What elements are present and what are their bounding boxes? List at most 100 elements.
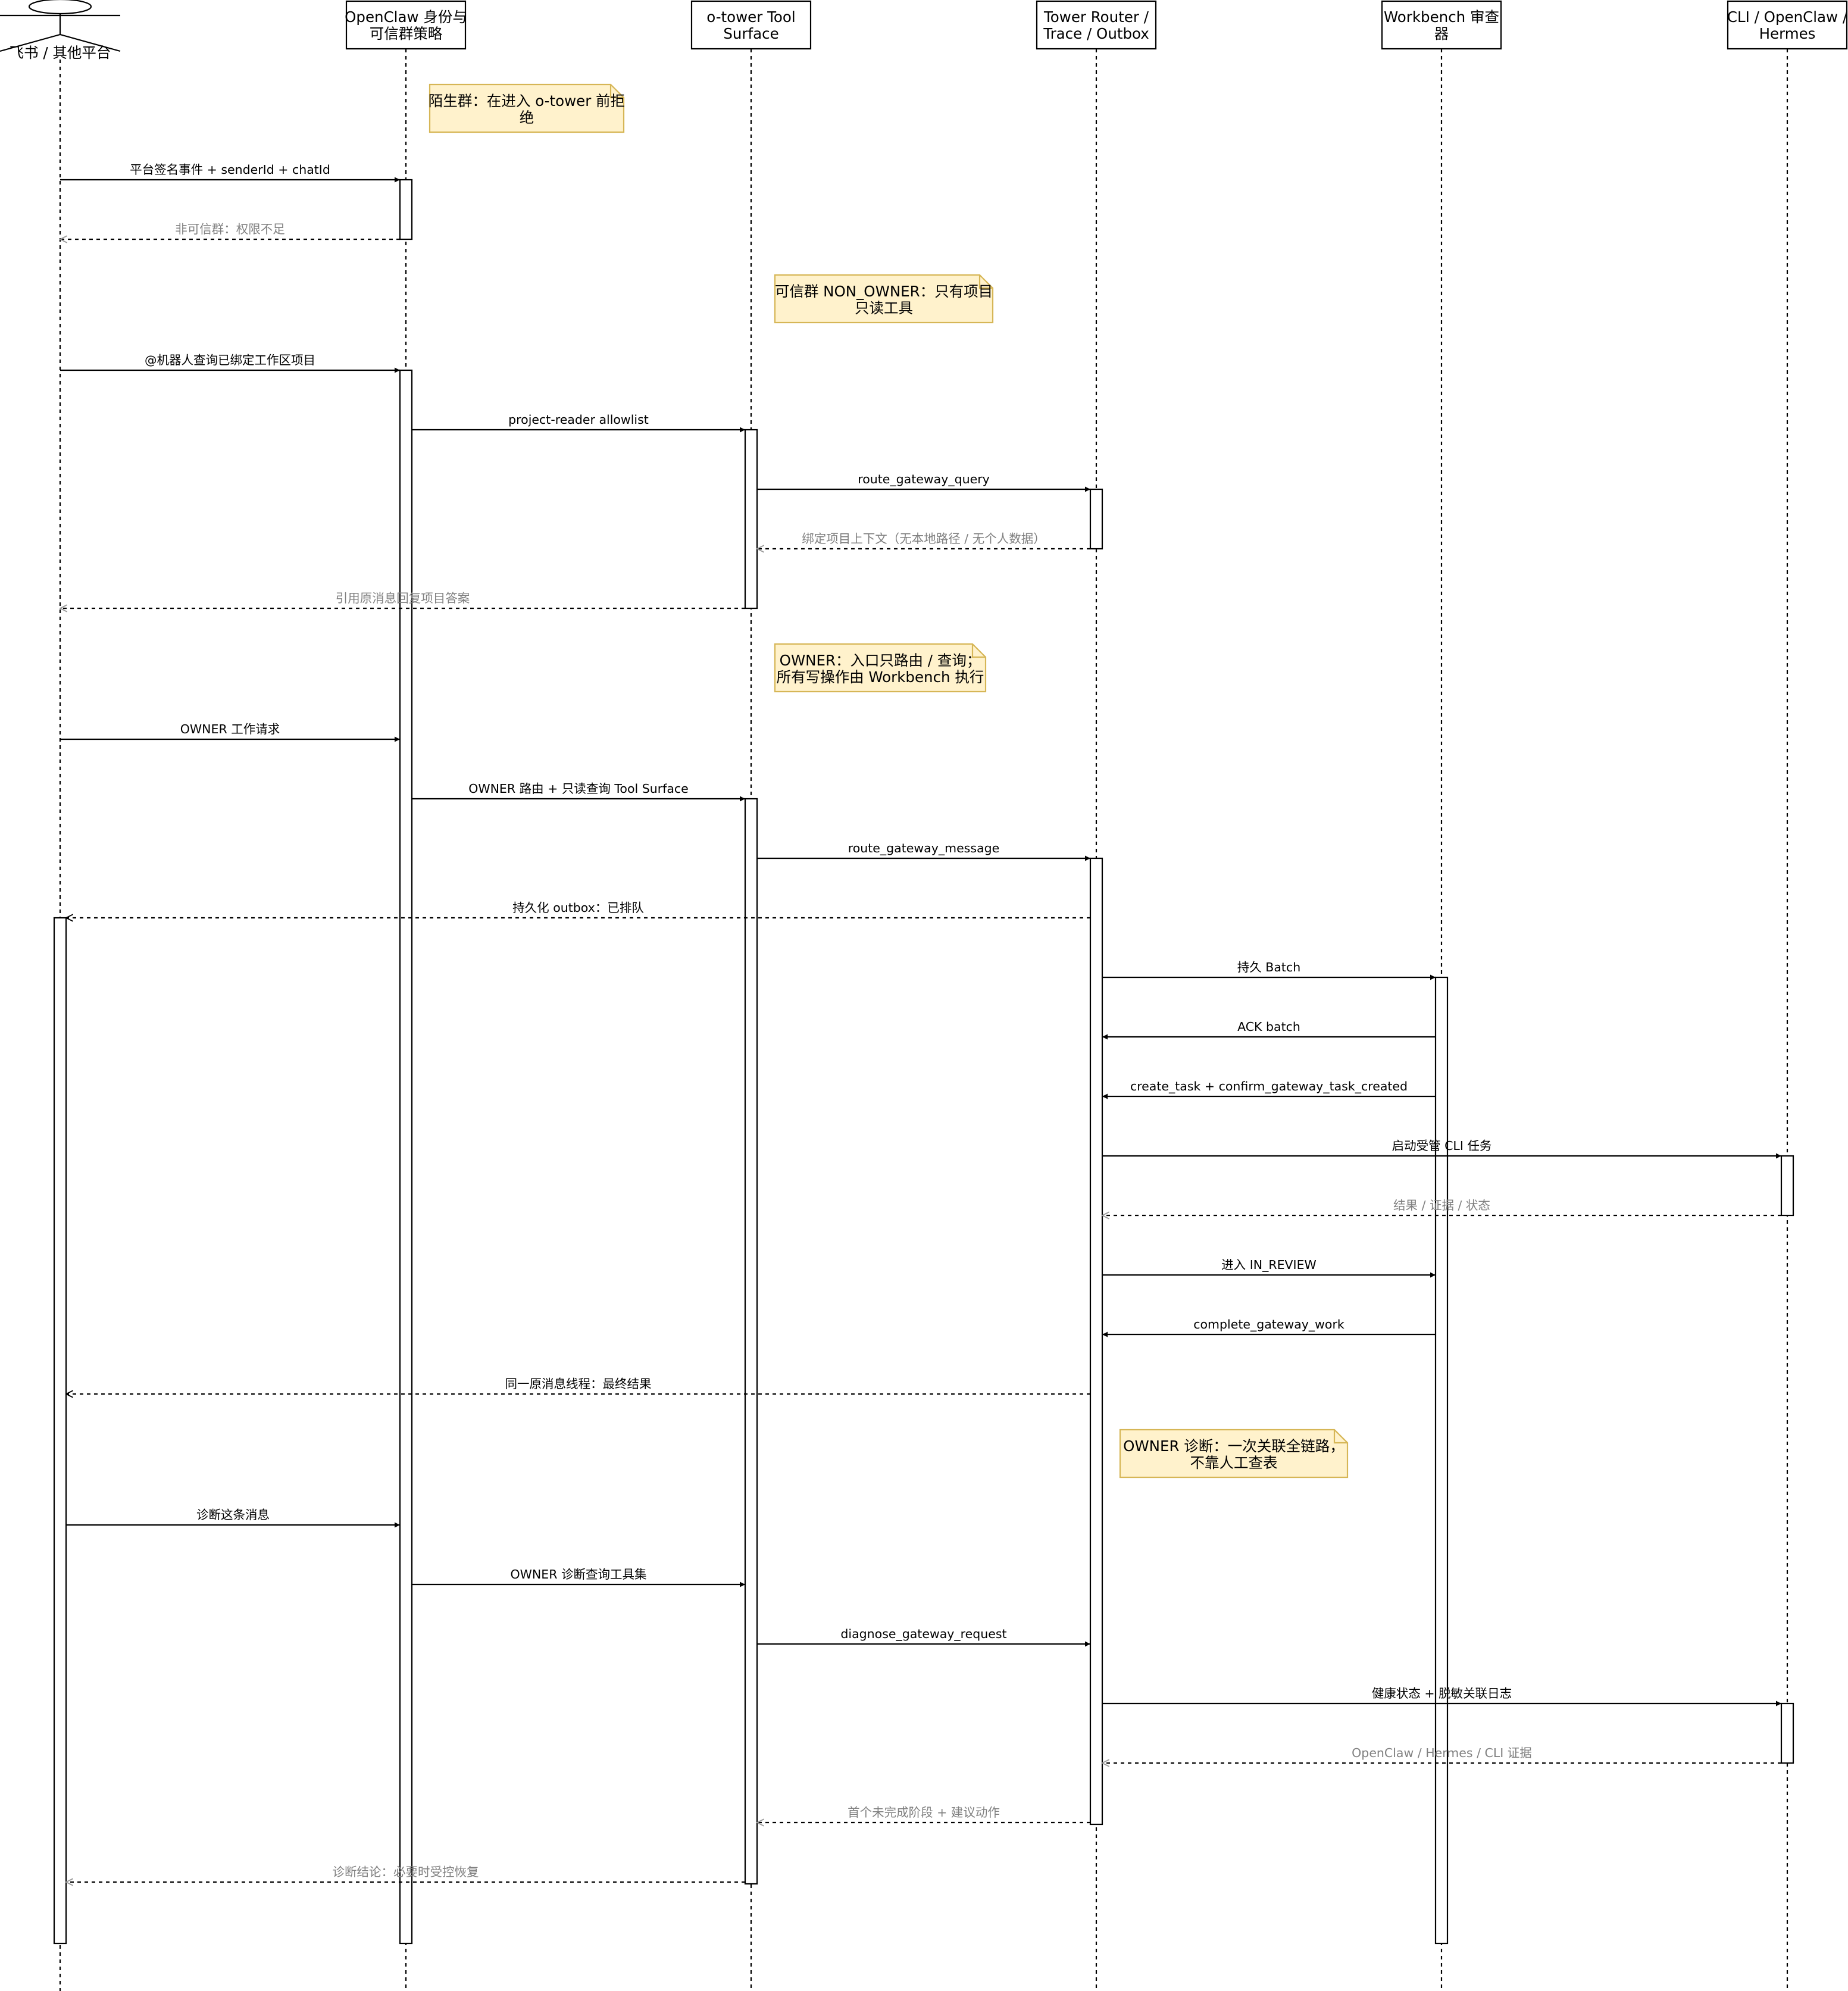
participant-label: Hermes [1759,25,1816,42]
note-text: 所有写操作由 Workbench 执行 [777,668,984,686]
message-label: @机器人查询已绑定工作区项目 [145,353,315,367]
note-fold-corner [978,275,993,289]
note-text: 绝 [520,109,534,126]
message-label: 健康状态 + 脱敏关联日志 [1372,1686,1512,1701]
activation-bar-openclaw [399,369,413,1945]
participant-label: Tower Router / [1043,8,1149,26]
participant-label: Trace / Outbox [1043,25,1149,42]
note-fold-corner [971,644,986,658]
message-label: complete_gateway_work [1193,1317,1344,1332]
note-text: OWNER 诊断：一次关联全链路， [1123,1437,1344,1455]
message: 诊断结论：必要时受控恢复 [66,1865,745,1882]
activation-bar-workbench [1434,976,1449,1945]
message: OpenClaw / Hermes / CLI 证据 [1102,1746,1781,1763]
message: complete_gateway_work [1102,1317,1436,1337]
activation-bars [53,179,1794,1945]
participant-label: Surface [723,25,778,42]
message-label: 非可信群：权限不足 [175,222,285,236]
note-box [429,83,625,133]
participant-label: Workbench 审查 [1384,8,1499,26]
note-box [774,643,987,693]
activation-bar-router [1089,857,1103,1826]
note-box [774,274,994,324]
note: OWNER 诊断：一次关联全链路，不靠人工查表 [1119,1429,1349,1479]
note-fold-corner [609,85,624,99]
message: OWNER 诊断查询工具集 [412,1567,745,1587]
note-text: 不靠人工查表 [1190,1454,1278,1471]
note-text: 陌生群：在进入 o-tower 前拒 [429,92,625,110]
message: @机器人查询已绑定工作区项目 [60,353,400,373]
message: OWNER 工作请求 [60,722,400,742]
message: 绑定项目上下文（无本地路径 / 无个人数据） [757,532,1090,549]
participant-box [1036,0,1157,50]
note-text: 只读工具 [855,299,913,317]
participant-label: OpenClaw 身份与 [345,8,467,26]
activation-bar-actor [53,917,67,1945]
actor-label: 飞书 / 其他平台 [10,44,111,61]
activation-bar-openclaw [399,179,413,240]
message: 启动受管 CLI 任务 [1102,1139,1781,1159]
message: 非可信群：权限不足 [60,222,400,239]
participant-box [1727,0,1848,50]
note-fold-corner [1333,1430,1347,1444]
note: OWNER：入口只路由 / 查询；所有写操作由 Workbench 执行 [774,643,987,693]
message-label: 绑定项目上下文（无本地路径 / 无个人数据） [802,532,1045,546]
message-label: project-reader allowlist [508,412,649,427]
note: 陌生群：在进入 o-tower 前拒绝 [429,83,625,133]
message: diagnose_gateway_request [757,1627,1090,1647]
message-label: 启动受管 CLI 任务 [1392,1139,1492,1153]
message: 引用原消息回复项目答案 [60,591,745,608]
lifelines [59,49,1788,1991]
activation-bar-cli [1780,1155,1794,1217]
stick-figure-icon [0,0,121,52]
activation-bar-router [1089,488,1103,550]
message-label: 诊断结论：必要时受控恢复 [333,1865,479,1879]
message: 持久 Batch [1102,960,1436,980]
message-label: ACK batch [1237,1020,1300,1034]
message-label: OWNER 诊断查询工具集 [511,1567,647,1581]
message: 持久化 outbox：已排队 [66,901,1090,918]
message: route_gateway_query [757,472,1090,492]
message: 健康状态 + 脱敏关联日志 [1102,1686,1781,1706]
message-label: 结果 / 证据 / 状态 [1393,1198,1490,1212]
message-label: OWNER 路由 + 只读查询 Tool Surface [468,782,689,796]
activation-bar-tool [744,429,758,610]
message-label: route_gateway_query [858,472,990,487]
message-label: 诊断这条消息 [196,1508,270,1522]
participant-label: o-tower Tool [706,8,795,26]
participant-cli: CLI / OpenClaw /Hermes [1727,0,1848,50]
participant-workbench: Workbench 审查器 [1381,0,1502,50]
message: 诊断这条消息 [66,1508,400,1528]
message-label: OpenClaw / Hermes / CLI 证据 [1352,1746,1532,1760]
message-label: 平台签名事件 + senderId + chatId [130,162,330,177]
message: ACK batch [1102,1020,1436,1040]
participant-box [345,0,467,50]
message: 首个未完成阶段 + 建议动作 [757,1805,1090,1823]
message: project-reader allowlist [412,412,745,433]
actor-feishu: 飞书 / 其他平台 [0,0,121,61]
message: create_task + confirm_gateway_task_creat… [1102,1079,1436,1099]
activation-bar-cli [1780,1702,1794,1764]
message-label: 持久 Batch [1237,960,1300,974]
message: 结果 / 证据 / 状态 [1102,1198,1781,1215]
participant-label: CLI / OpenClaw / [1727,8,1848,26]
message-label: 引用原消息回复项目答案 [336,591,470,605]
participant-box [690,0,812,50]
message: OWNER 路由 + 只读查询 Tool Surface [412,782,745,802]
participant-box [1381,0,1502,50]
note-text: OWNER：入口只路由 / 查询； [780,652,981,669]
message-label: 持久化 outbox：已排队 [512,901,644,915]
participant-label: 器 [1434,25,1449,42]
participant-router: Tower Router /Trace / Outbox [1036,0,1157,50]
message-label: diagnose_gateway_request [840,1627,1006,1642]
activation-bar-tool [744,798,758,1885]
participant-label: 可信群策略 [370,25,443,42]
message: route_gateway_message [757,841,1090,861]
message-label: create_task + confirm_gateway_task_creat… [1130,1079,1408,1094]
